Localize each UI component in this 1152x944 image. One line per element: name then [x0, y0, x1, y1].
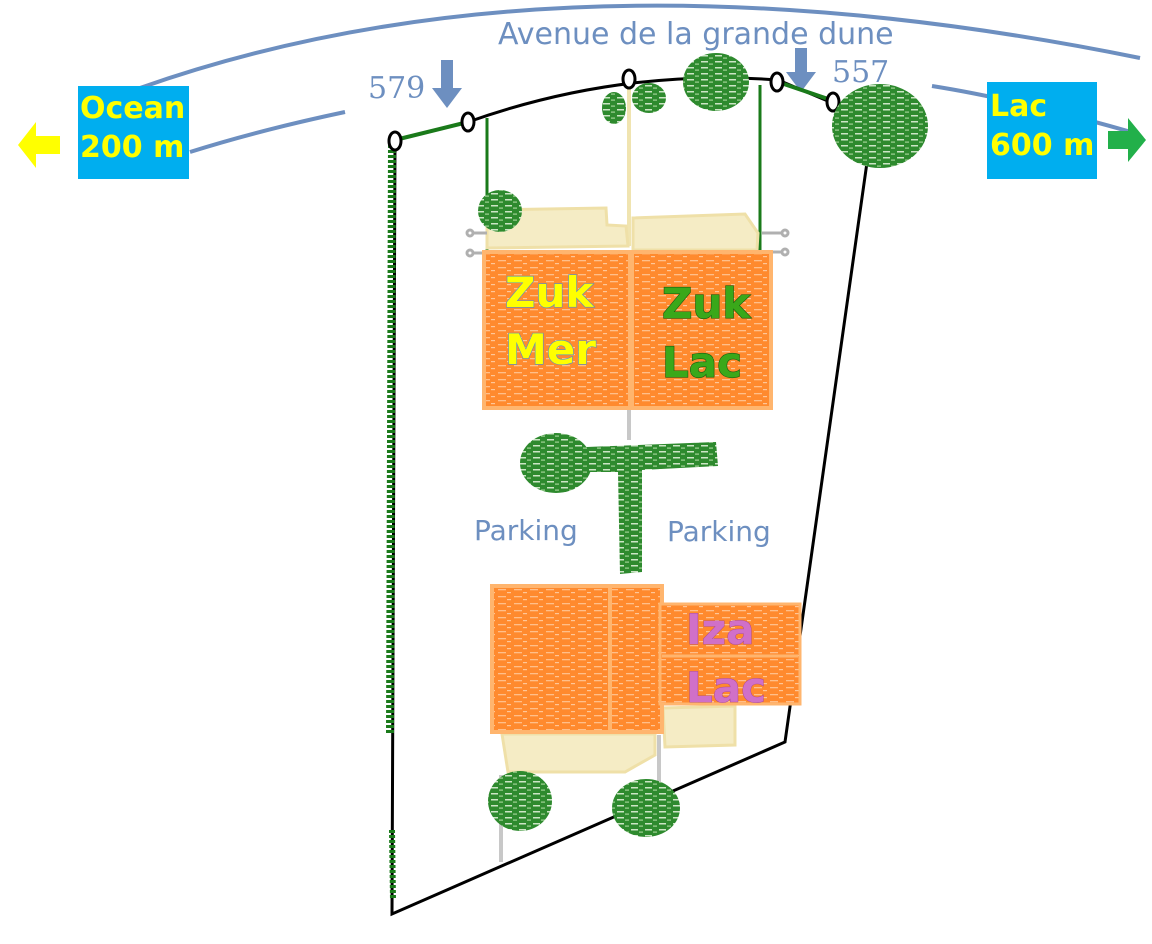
gate-post-icon: [387, 130, 403, 152]
lake-direction-sign: Lac 600 m: [987, 82, 1146, 179]
tree-icon: [488, 771, 552, 831]
building-iza-lac-line1: Iza: [686, 605, 754, 654]
gate-post-icon: [769, 71, 785, 93]
terrace-zuk-mer: [485, 206, 630, 250]
gate-post-icon: [825, 91, 841, 113]
street-curve: [139, 3, 1141, 90]
building-zuk-lac-line1: Zuk: [662, 279, 751, 328]
parking-label-right: Parking: [667, 515, 771, 548]
street-name: Avenue de la grande dune: [498, 17, 894, 52]
building-zuk-mer-line1: Zuk: [505, 268, 594, 317]
central-hedge: [560, 442, 718, 574]
gate-post-icon: [621, 68, 637, 90]
street-inner-curve-left: [189, 110, 346, 154]
house-number-579: 579: [368, 71, 425, 106]
building-zuk-lac-line2: Lac: [662, 338, 742, 387]
building-zuk-mer-line2: Mer: [505, 325, 596, 374]
left-hedge: [386, 144, 396, 736]
lake-sign-line1: Lac: [990, 89, 1047, 124]
terrace-iza-side: [661, 704, 737, 749]
tree-icon: [683, 53, 749, 111]
lake-sign-line2: 600 m: [990, 128, 1094, 163]
tree-icon: [520, 433, 592, 493]
terrace-zuk-lac: [631, 212, 760, 252]
trees: [478, 53, 928, 837]
ocean-sign-line2: 200 m: [80, 130, 184, 165]
gate-post-icons: [387, 68, 841, 152]
front-hedge: [394, 120, 469, 142]
left-hedge: [389, 829, 396, 901]
building-iza: [490, 584, 664, 734]
arrow-left-icon: [18, 122, 60, 168]
tree-icon: [832, 84, 928, 168]
tree-icon: [632, 83, 666, 113]
tree-icon: [602, 92, 626, 124]
building-iza-lac-line2: Lac: [686, 663, 766, 712]
front-hedge: [777, 80, 835, 103]
parking-label-left: Parking: [474, 514, 578, 547]
gate-post-icon: [460, 111, 476, 133]
arrow-down-icon: [432, 60, 462, 108]
ocean-direction-sign: Ocean 200 m: [18, 86, 189, 179]
terrace-iza-front: [500, 732, 657, 774]
building-zuk-lac: Zuk Lac: [630, 250, 773, 410]
tree-icon: [612, 779, 680, 837]
building-zuk-mer: Zuk Mer: [482, 250, 632, 410]
arrow-right-icon: [1108, 118, 1146, 162]
ocean-sign-line1: Ocean: [80, 91, 185, 126]
tree-icon: [478, 190, 522, 232]
building-iza-lac: Iza Lac: [658, 602, 802, 712]
arrow-down-icon: [786, 48, 816, 92]
